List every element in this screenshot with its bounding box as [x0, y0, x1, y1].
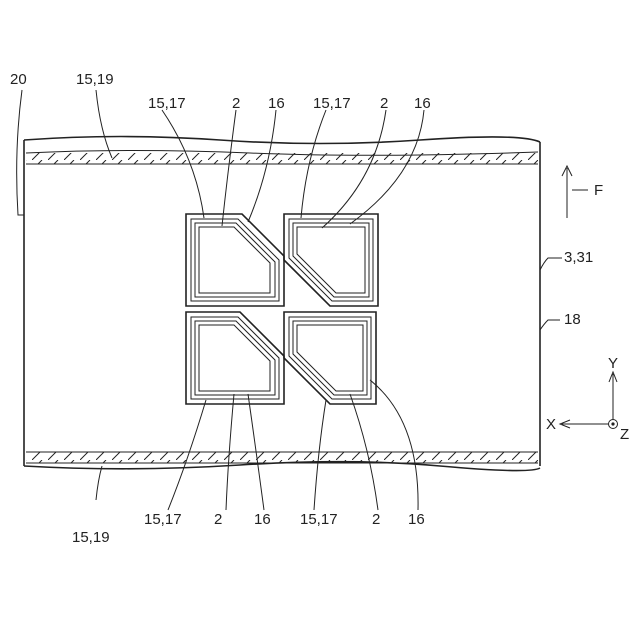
label-2-b: 2 — [380, 95, 388, 112]
axis-indicator — [560, 372, 618, 429]
arrow-f — [562, 166, 588, 218]
label-15-17-c: 15,17 — [144, 511, 182, 528]
element-top-left — [186, 214, 284, 306]
label-15-17-a: 15,17 — [148, 95, 186, 112]
label-f: F — [594, 182, 603, 199]
element-top-right — [284, 214, 378, 306]
label-y: Y — [608, 355, 618, 372]
label-z: Z — [620, 426, 629, 443]
label-18: 18 — [564, 311, 581, 328]
label-15-19-bottom: 15,19 — [72, 529, 110, 546]
label-3-31: 3,31 — [564, 249, 593, 266]
label-16-b: 16 — [414, 95, 431, 112]
label-2-d: 2 — [372, 511, 380, 528]
label-15-17-d: 15,17 — [300, 511, 338, 528]
label-2-c: 2 — [214, 511, 222, 528]
label-15-17-b: 15,17 — [313, 95, 351, 112]
element-bottom-left — [186, 312, 284, 404]
element-bottom-right — [284, 312, 376, 404]
label-2-a: 2 — [232, 95, 240, 112]
label-16-a: 16 — [268, 95, 285, 112]
label-15-19-top: 15,19 — [76, 71, 114, 88]
label-16-d: 16 — [408, 511, 425, 528]
top-hatched-strip — [26, 151, 538, 165]
substrate-18 — [24, 137, 540, 471]
label-16-c: 16 — [254, 511, 271, 528]
label-20: 20 — [10, 71, 27, 88]
label-x: X — [546, 416, 556, 433]
bottom-hatched-strip — [26, 452, 538, 463]
